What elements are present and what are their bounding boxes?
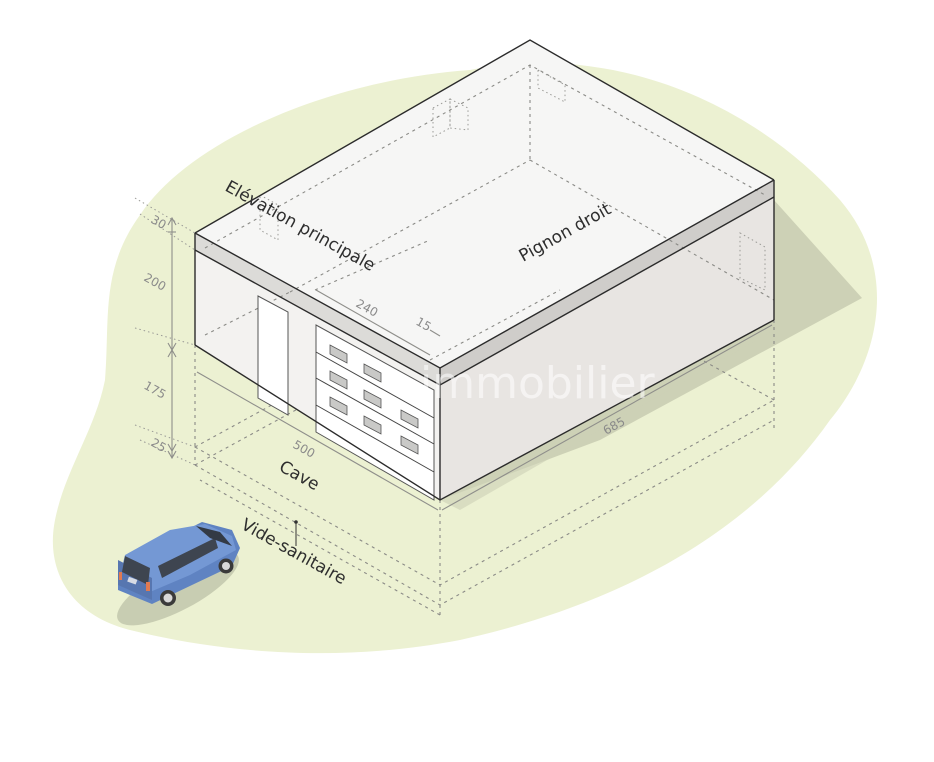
side-depth-dimension-line [441,324,773,511]
roof-top [195,40,774,368]
watermark: immobilier [420,358,656,409]
front-width-dimension-line [196,371,439,511]
garage-window [363,363,382,383]
height-dimension-chain [134,197,196,466]
garage-door [315,324,435,501]
building-edges [194,39,775,501]
garage-window [363,415,382,435]
roof-band-front [195,233,440,385]
dim-crawl-height: 25 [149,435,169,455]
garage-window [329,396,348,416]
building-shadow-ground [440,320,774,510]
garage-window [329,370,348,390]
garage-window [363,389,382,409]
front-door [257,295,289,416]
right-gable-wall [440,197,774,500]
garage-window [329,344,348,364]
garage-dimension [315,289,441,356]
roof-band-right [440,180,774,385]
dim-garage-offset: 15 [414,314,434,334]
car-minivan [117,522,240,626]
garage-window [400,409,419,429]
dim-roof-band: 30 [149,212,169,232]
garage-window [400,435,419,455]
roof-hidden-lines [204,64,775,361]
